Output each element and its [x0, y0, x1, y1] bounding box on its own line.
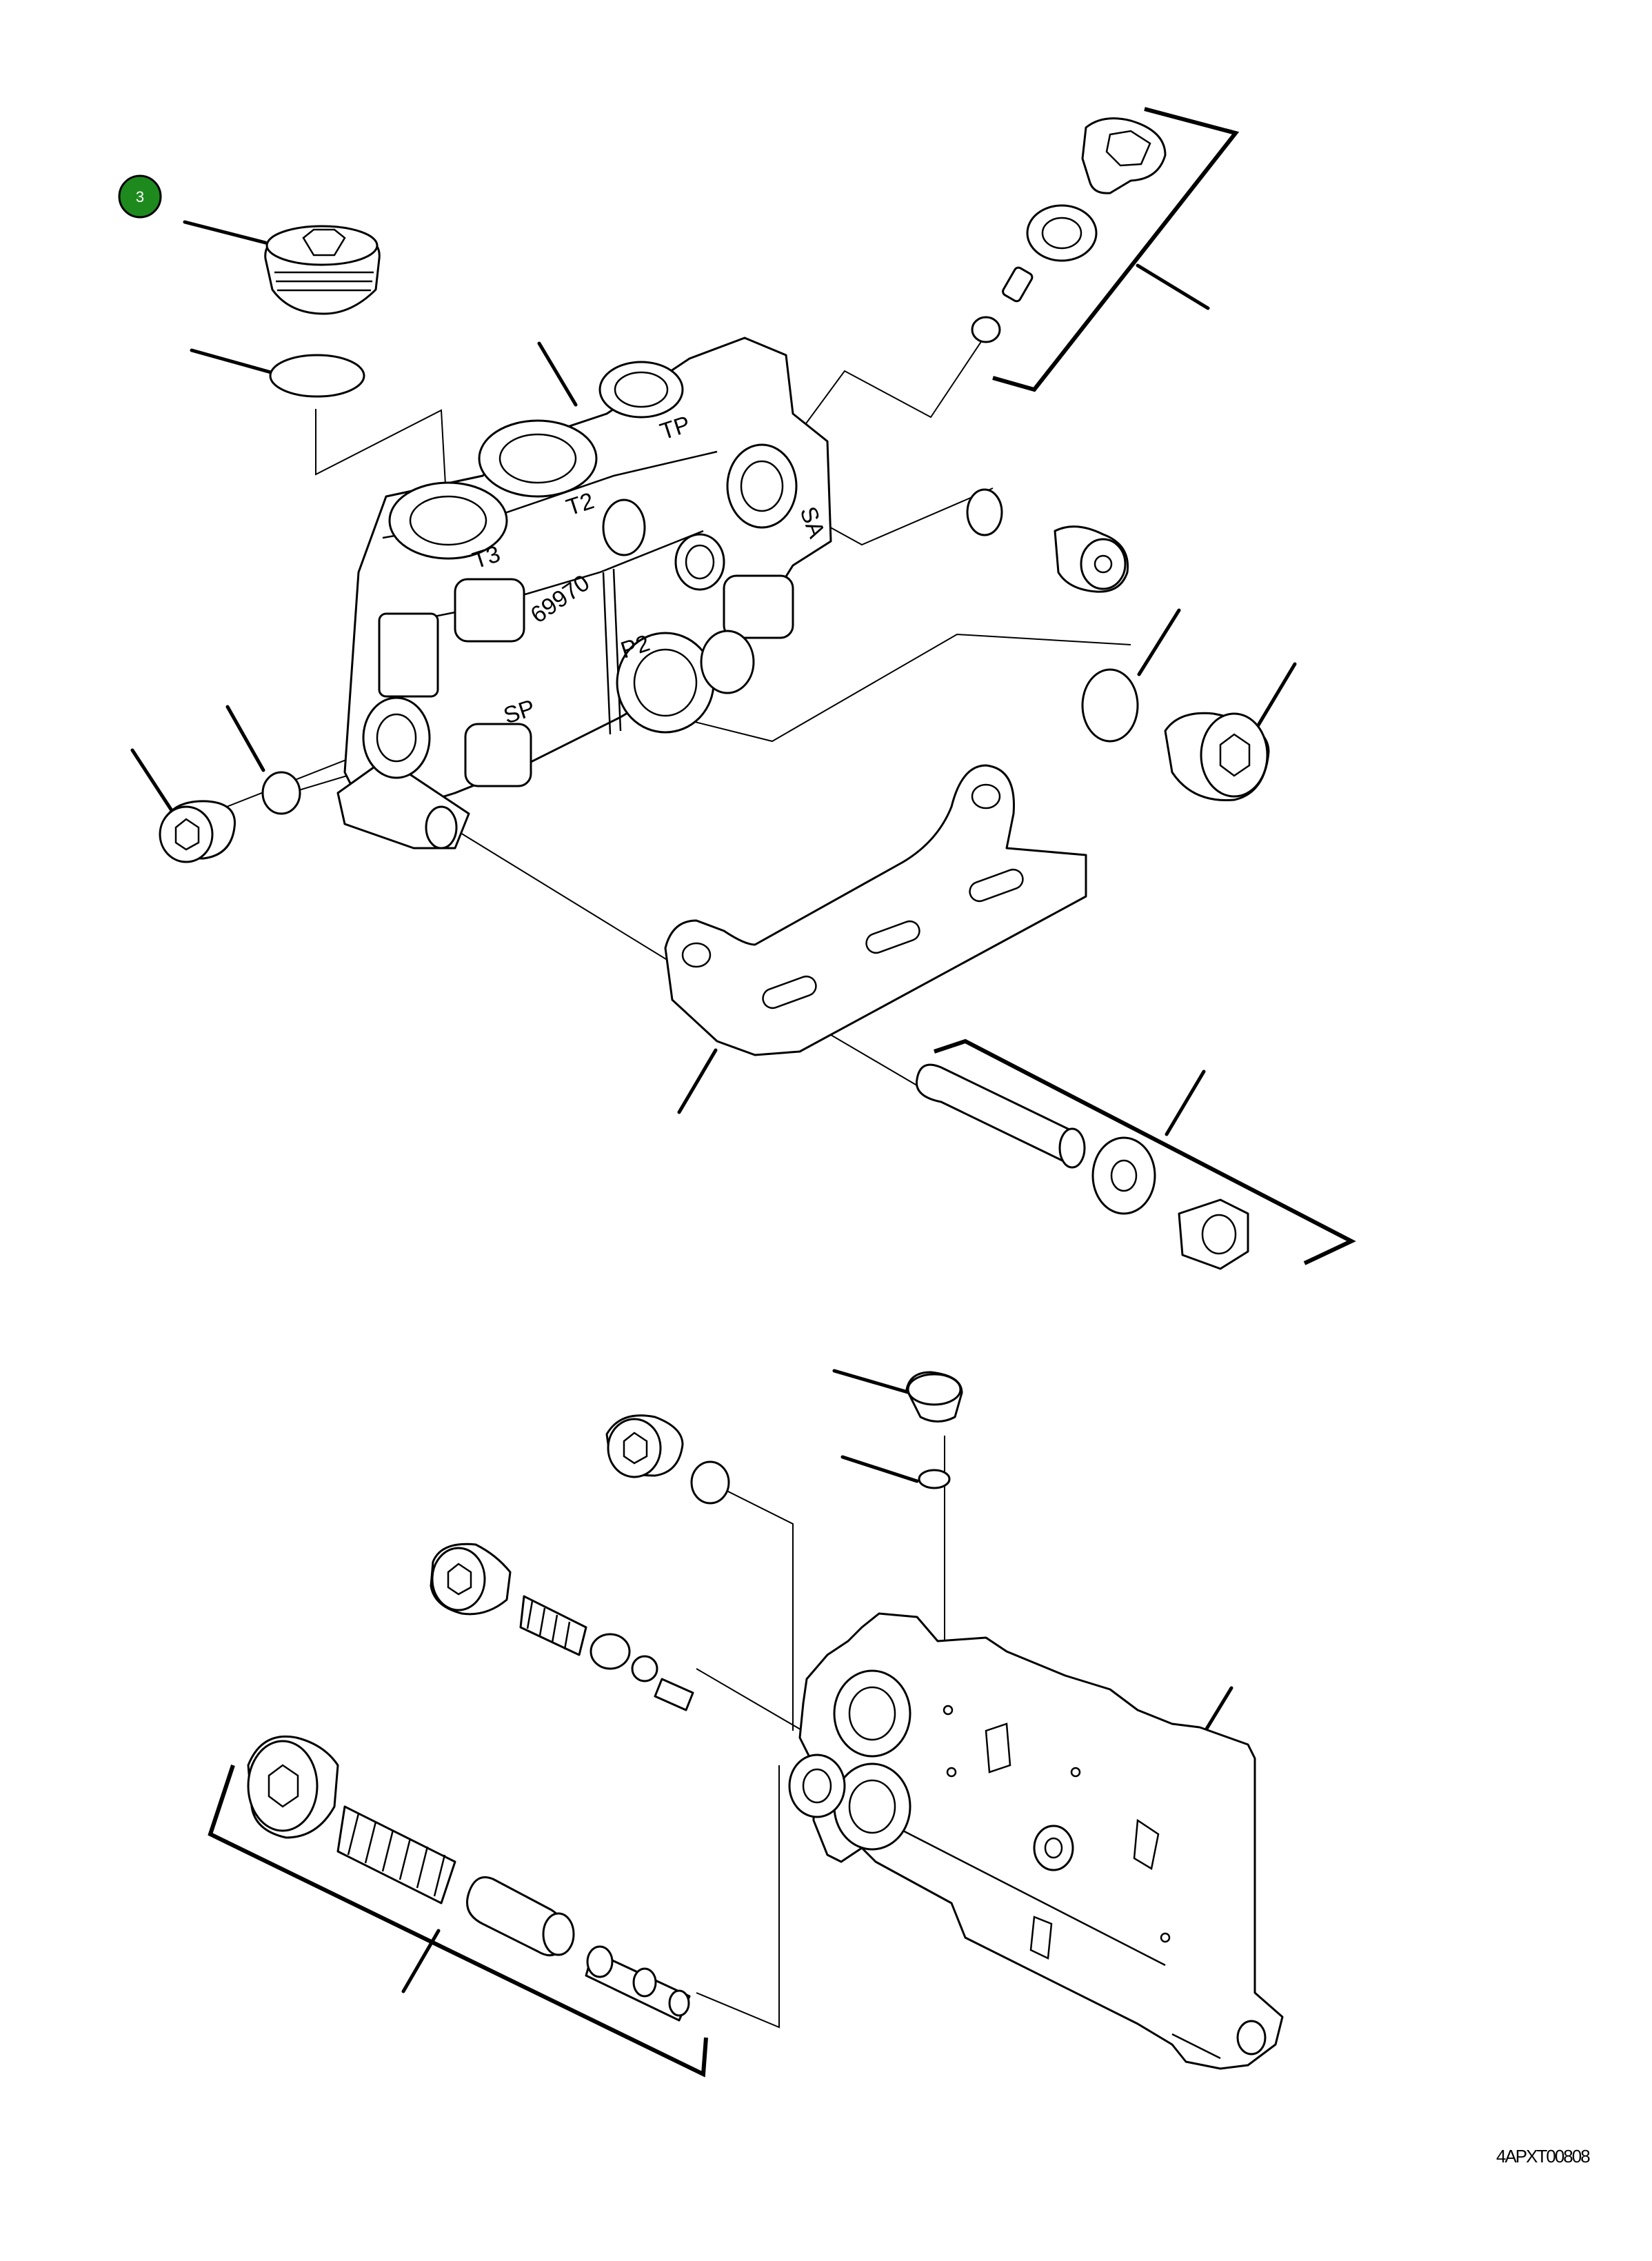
plug-lower[interactable] [605, 1414, 684, 1478]
plug-right-large[interactable] [1164, 712, 1270, 801]
plug-right-small[interactable] [1054, 525, 1129, 593]
stud-washer-nut[interactable] [915, 1063, 1249, 1270]
valve-body-upper[interactable]: T3 T2 TP SA SP P2 69970 [336, 336, 832, 850]
leader-lines [130, 220, 1297, 1993]
plug-left[interactable] [159, 800, 236, 863]
o-ring-left[interactable] [261, 771, 301, 815]
drawing-code: 4APXT00808 [1496, 2146, 1591, 2167]
relief-valve-small[interactable] [430, 1542, 694, 1711]
o-ring-top-left[interactable] [269, 354, 365, 398]
relief-valve-large[interactable] [247, 1735, 691, 2022]
o-ring-right-small[interactable] [966, 488, 1003, 536]
callout-3[interactable]: 3 [118, 174, 162, 219]
brackets [208, 107, 1356, 2078]
check-valve-kit-top[interactable] [971, 117, 1167, 343]
o-ring-right-large[interactable] [1081, 668, 1139, 743]
svg-text:3: 3 [136, 188, 144, 205]
o-ring-lower-top[interactable] [918, 1469, 951, 1489]
mounting-bracket[interactable] [664, 764, 1087, 1056]
valve-body-lower[interactable] [788, 1612, 1284, 2070]
o-ring-lower[interactable] [690, 1460, 730, 1505]
plug-top-left[interactable] [264, 225, 381, 315]
plug-lower-top[interactable] [905, 1371, 963, 1423]
